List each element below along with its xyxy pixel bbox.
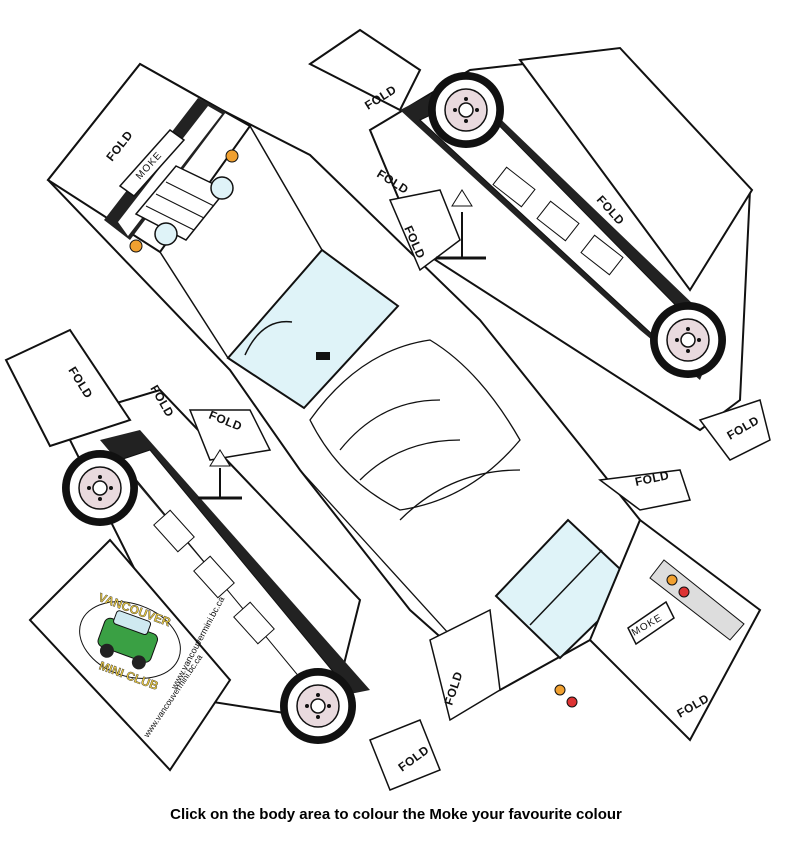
indicator-right-icon xyxy=(225,149,239,163)
indicator-left-icon xyxy=(129,239,143,253)
wheel-left-rear-icon xyxy=(279,667,357,745)
instruction-caption: Click on the body area to colour the Mok… xyxy=(170,806,622,823)
rear-light-bot2-icon xyxy=(566,696,578,708)
rear-light-top2-icon xyxy=(678,586,690,598)
side-panel-right: FOLD FOLD FOLD FOLD FOLD FOLD xyxy=(308,28,771,511)
headlight-left-icon xyxy=(154,222,178,246)
rear-panel: MOKE FOLD xyxy=(554,518,762,742)
windscreen-glass xyxy=(226,248,400,410)
rear-light-bot-icon xyxy=(554,684,566,696)
side-panel-left: FOLD FOLD FOLD FOLD FOLD xyxy=(4,328,501,791)
wheel-left-front-icon xyxy=(61,449,139,527)
wheel-right-rear-icon xyxy=(649,301,727,379)
front-panel: MOKE FOLD xyxy=(46,62,252,254)
rear-light-top-icon xyxy=(666,574,678,586)
headlight-right-icon xyxy=(210,176,234,200)
wheel-right-front-icon xyxy=(427,71,505,149)
